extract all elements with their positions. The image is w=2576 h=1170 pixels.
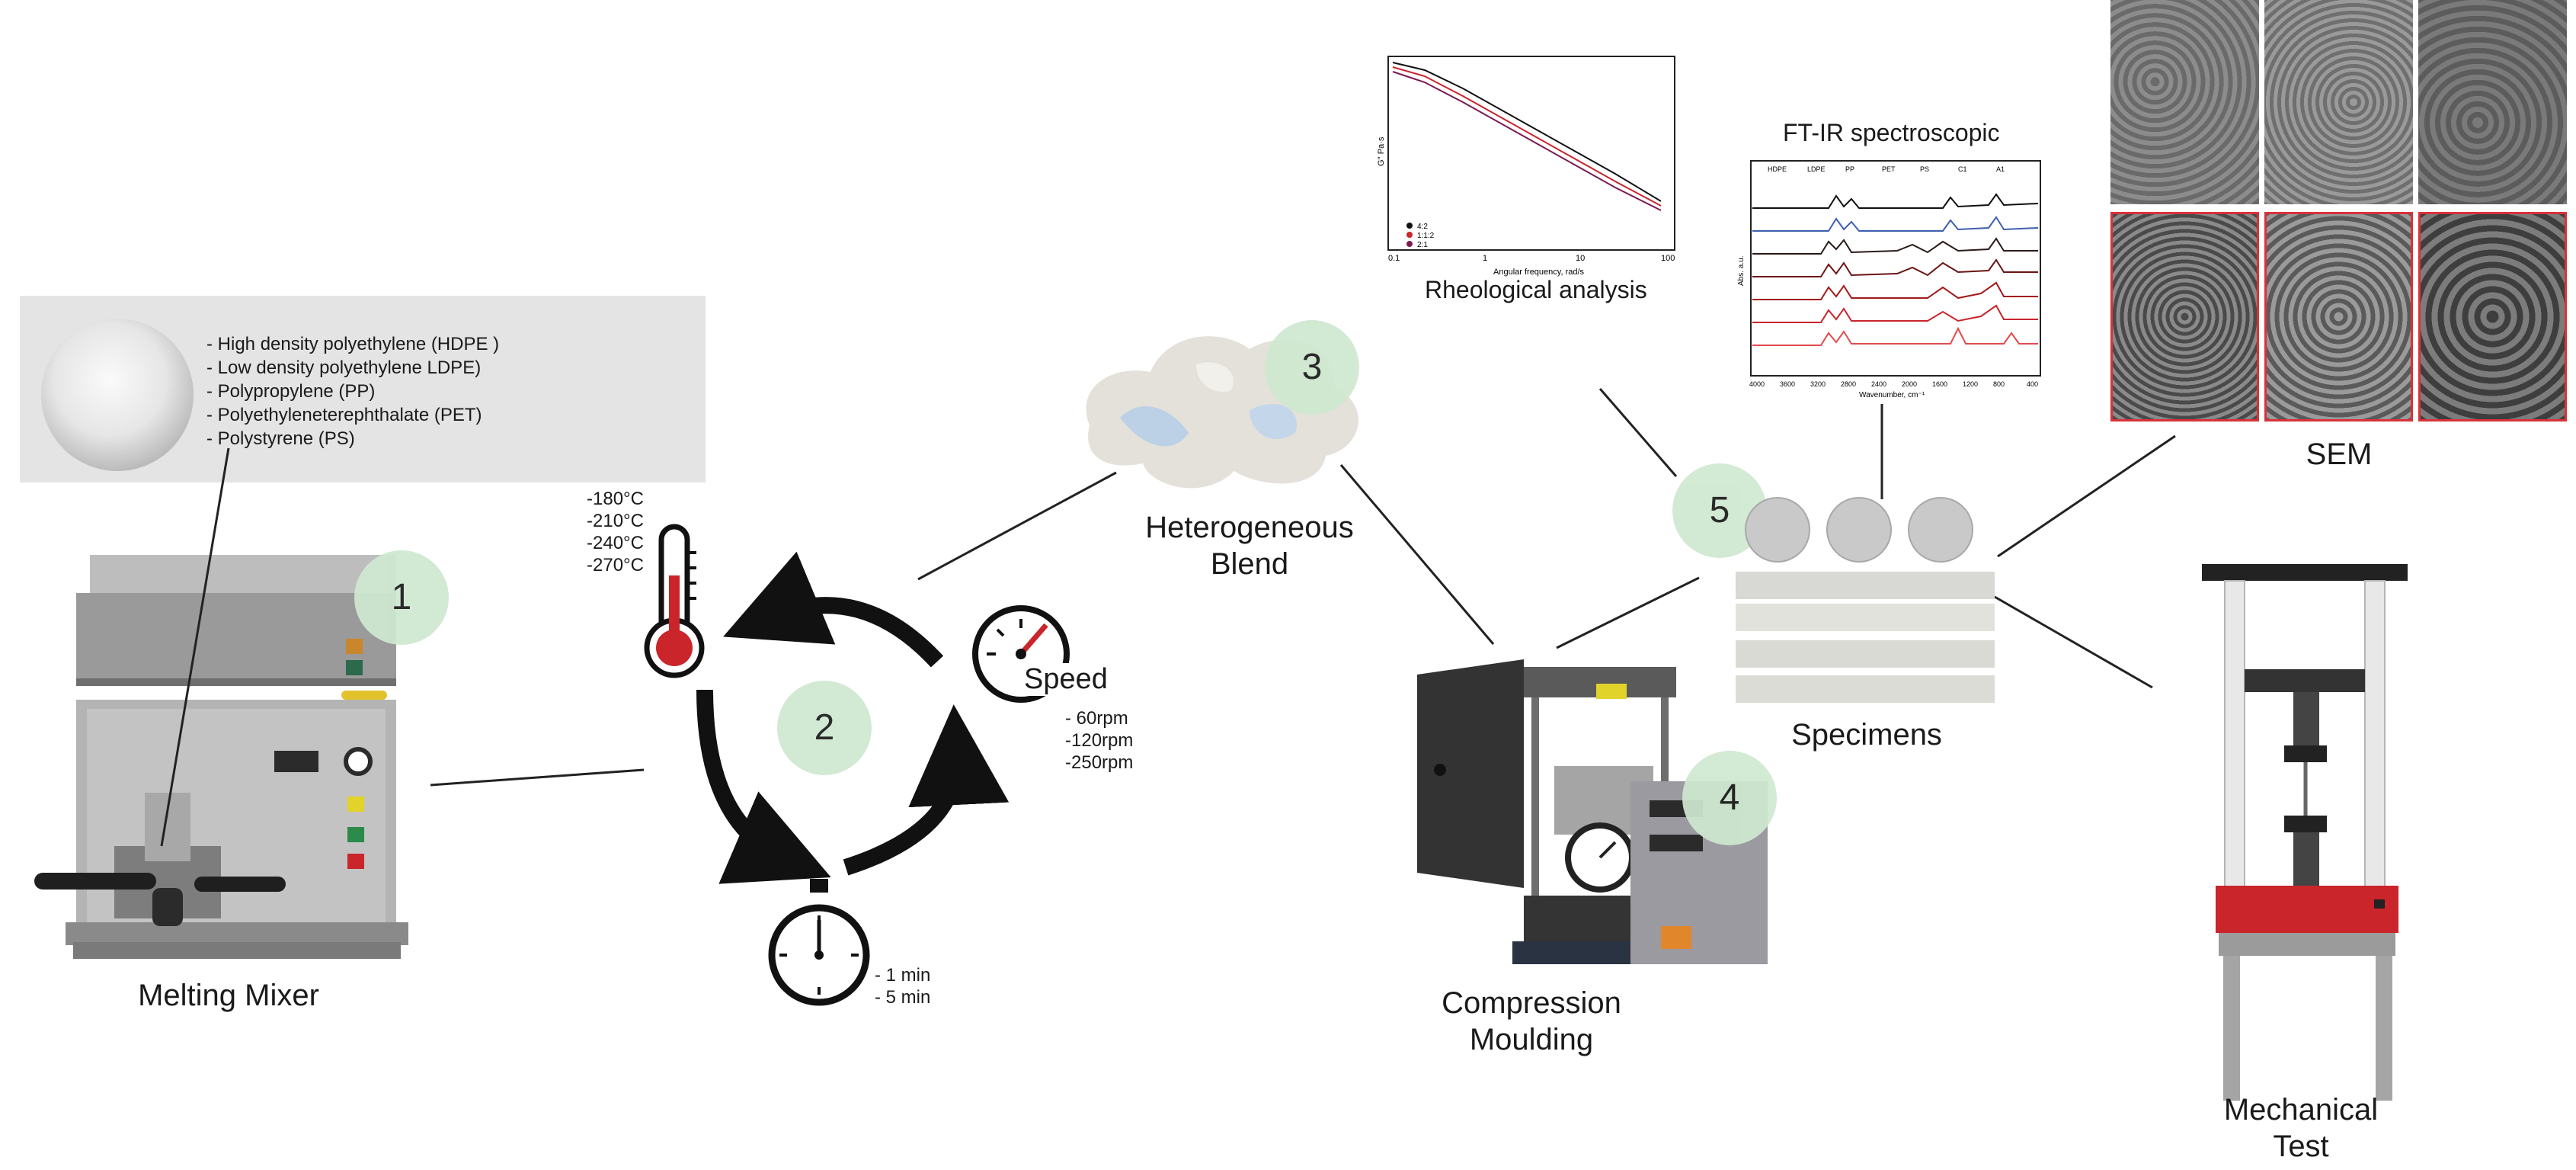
ftir-xtick: 1600 (1932, 380, 1947, 388)
mechanical-label-line2: Test (2273, 1130, 2329, 1163)
sem-image (2110, 0, 2259, 204)
temperature-values: -180°C -210°C -240°C -270°C (587, 488, 644, 576)
rheology-xtick: 10 (1576, 254, 1585, 263)
speed-label: Speed (1021, 663, 1111, 696)
speed-value: - 60rpm (1065, 708, 1128, 729)
ftir-xtick: 4000 (1749, 380, 1765, 388)
rheology-label: Rheological analysis (1425, 276, 1647, 303)
rheology-legend-3: 2:1 (1417, 241, 1428, 249)
ftir-legend: HDPE LDPE PP PET PS C1 A1 (1768, 165, 2005, 173)
pellets-image (41, 319, 194, 471)
ftir-legend-item: PS (1920, 165, 1929, 173)
time-value: - 5 min (875, 987, 931, 1008)
step-1-badge: 1 (354, 550, 449, 645)
rheology-ylabel: G'' Pa·s (1377, 136, 1386, 166)
ftir-xtick: 800 (1993, 380, 2005, 388)
temperature-value: -240°C (587, 533, 644, 553)
blend-label: Heterogeneous Blend (1128, 509, 1371, 582)
rheology-xtick: 1 (1483, 254, 1487, 263)
temperature-value: -270°C (587, 555, 644, 575)
speed-values: - 60rpm -120rpm -250rpm (1065, 707, 1133, 774)
materials-panel: - High density polyethylene (HDPE ) - Lo… (20, 296, 706, 482)
ftir-xtick: 400 (2027, 380, 2038, 388)
blend-label-line1: Heterogeneous (1145, 511, 1354, 544)
ftir-xtick: 1200 (1963, 380, 1978, 388)
material-item: - Low density polyethylene LDPE) (206, 357, 482, 378)
time-values: - 1 min - 5 min (875, 964, 930, 1008)
sem-image (2418, 0, 2567, 204)
sem-image (2264, 212, 2413, 422)
sem-image (2264, 0, 2413, 204)
ftir-ylabel: Abs. a.u. (1737, 256, 1746, 286)
sem-label: SEM (2306, 438, 2373, 471)
ftir-spectra (1752, 193, 2039, 346)
blend-label-line2: Blend (1210, 547, 1289, 581)
ftir-xtick: 2000 (1902, 380, 1917, 388)
ftir-legend-item: LDPE (1807, 165, 1826, 173)
temperature-value: -210°C (587, 511, 644, 531)
mechanical-label-line1: Mechanical (2223, 1093, 2379, 1127)
rheology-xtick: 100 (1661, 254, 1675, 263)
stopwatch-icon (768, 879, 870, 1006)
melting-mixer-label: Melting Mixer (138, 979, 319, 1012)
rheology-xlabel: Angular frequency, rad/s (1493, 268, 1585, 277)
step-2-badge: 2 (777, 681, 872, 775)
sem-image (2418, 212, 2567, 422)
temperature-value: -180°C (587, 489, 644, 509)
time-value: - 1 min (875, 965, 931, 986)
material-item: - High density polyethylene (HDPE ) (206, 334, 500, 354)
speed-value: -120rpm (1065, 730, 1134, 751)
compression-label-line2: Moulding (1469, 1023, 1594, 1056)
specimens-illustration (1736, 497, 1995, 703)
ftir-xtick: 3200 (1810, 380, 1826, 388)
speed-value: -250rpm (1065, 752, 1134, 773)
material-item: - Polypropylene (PP) (206, 381, 376, 402)
rheology-series (1392, 62, 1662, 211)
ftir-legend-item: A1 (1996, 165, 2005, 173)
ftir-xtick: 2400 (1871, 380, 1886, 388)
ftir-legend-item: HDPE (1768, 165, 1787, 173)
ftir-xtick: 2800 (1841, 380, 1856, 388)
mechanical-label: Mechanical Test (2202, 1091, 2400, 1165)
material-item: - Polyethyleneterephthalate (PET) (206, 405, 482, 425)
compression-press-illustration (1417, 659, 1768, 964)
tensile-tester-illustration (2202, 564, 2408, 1101)
ftir-title: FT-IR spectroscopic (1783, 119, 2000, 146)
compression-label-line1: Compression (1442, 986, 1621, 1020)
ftir-legend-item: PP (1845, 165, 1854, 173)
ftir-xtick: 3600 (1780, 380, 1795, 388)
rheology-plot: 4:2 1:1:2 2:1 0.1 1 10 100 Angular frequ… (1377, 56, 1675, 277)
rheology-legend-1: 4:2 (1417, 223, 1428, 231)
ftir-legend-item: C1 (1958, 165, 1967, 173)
specimens-label: Specimens (1791, 718, 1942, 752)
step-3-badge: 3 (1265, 320, 1359, 415)
material-item: - Polystyrene (PS) (206, 428, 355, 449)
sem-image (2110, 212, 2259, 422)
thermometer-icon (644, 524, 705, 678)
compression-label: Compression Moulding (1417, 985, 1646, 1058)
rheology-xtick: 0.1 (1388, 254, 1400, 263)
sem-grid (2110, 0, 2568, 423)
materials-list: - High density polyethylene (HDPE ) - Lo… (206, 332, 499, 450)
ftir-plot: HDPE LDPE PP PET PS C1 A1 4000 3600 3200… (1737, 160, 2041, 399)
rheology-legend-2: 1:1:2 (1417, 232, 1435, 240)
rheology-legend-markers (1406, 223, 1413, 247)
ftir-xlabel: Wavenumber, cm⁻¹ (1859, 391, 1925, 399)
step-4-badge: 4 (1682, 751, 1777, 845)
ftir-legend-item: PET (1882, 165, 1896, 173)
